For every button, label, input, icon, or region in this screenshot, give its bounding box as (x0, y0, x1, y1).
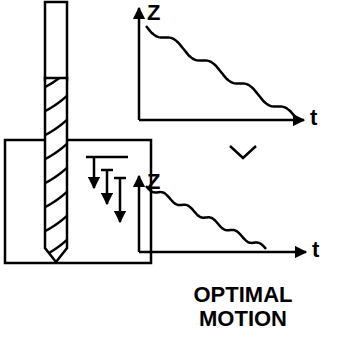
drill-flutes (43, 70, 69, 280)
axis-label: t (312, 238, 319, 262)
flute-line (43, 118, 69, 136)
drill-shank (45, 2, 67, 80)
flute-line (43, 238, 69, 256)
axis-label: t (310, 106, 317, 130)
chevron-symbol (230, 146, 256, 158)
vibrating-curve (146, 26, 296, 118)
flute-line (43, 214, 69, 232)
flute-line (43, 70, 69, 88)
flute-line (43, 142, 69, 160)
feed-arrows (86, 157, 128, 222)
axis-label: Z (147, 170, 160, 194)
axis-label: Z (147, 1, 160, 25)
flute-line (43, 190, 69, 208)
axes-bottom (139, 176, 306, 252)
flute-line (43, 94, 69, 112)
axes-top (139, 8, 304, 120)
caption-text: OPTIMAL MOTION (168, 283, 318, 331)
motion-curves (146, 26, 296, 249)
workpiece (5, 140, 151, 263)
optimal-curve (146, 186, 266, 249)
flute-line (43, 166, 69, 184)
flute-line (43, 262, 69, 280)
